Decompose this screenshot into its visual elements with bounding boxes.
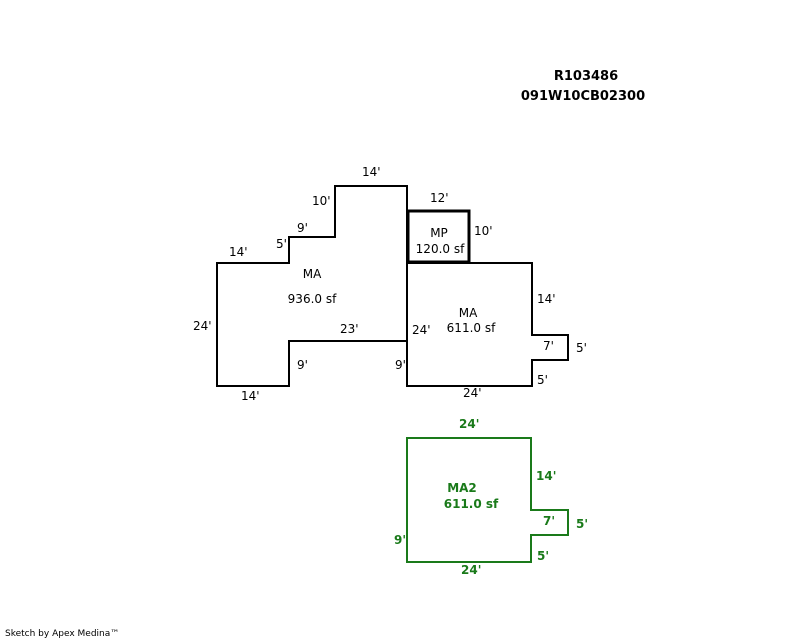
ma-left-dim: 5' [276,237,287,251]
ma-right-dim: 5' [537,373,548,387]
ma-left-outline [216,185,408,387]
mp-area: 120.0 sf [416,242,465,256]
ma-right-outline [406,262,569,387]
ma2-dim: 24' [459,417,479,431]
mp-outline [406,209,471,264]
ma-right-area: 611.0 sf [447,321,496,335]
ma2-label: MA2 [447,481,477,495]
ma-left-dim: 14' [229,245,248,259]
ma-right-label: MA [459,306,478,320]
ma2-dim: 9' [394,533,406,547]
ma-left-dim: 9' [297,221,308,235]
ma-left-dim: 23' [340,322,359,336]
ma-left-label: MA [303,267,322,281]
footer-credit: Sketch by Apex Medina™ [5,629,119,639]
ma-right-dim: 9' [395,358,406,372]
ma-left-dim: 24' [193,319,212,333]
ma-left-dim: 9' [297,358,308,372]
ma-right-dim: 24' [412,323,431,337]
record-id: R103486 [554,69,618,84]
ma-right-dim: 7' [543,339,554,353]
ma-left-dim: 14' [362,165,381,179]
ma2-dim: 24' [461,563,481,577]
ma-left-dim: 14' [241,389,260,403]
ma-right-dim: 24' [463,386,482,400]
ma-left-dim: 10' [312,194,331,208]
mp-dim: 10' [474,224,493,238]
mp-dim: 12' [430,191,449,205]
ma2-dim: 7' [543,514,555,528]
ma-right-dim: 14' [537,292,556,306]
ma2-area: 611.0 sf [444,497,499,511]
ma-right-dim: 5' [576,341,587,355]
ma2-outline [406,437,569,563]
ma2-dim: 14' [536,469,556,483]
ma-left-area: 936.0 sf [288,292,337,306]
parcel-id: 091W10CB02300 [521,89,645,104]
ma2-dim: 5' [537,549,549,563]
ma2-dim: 5' [576,517,588,531]
mp-label: MP [430,226,448,240]
